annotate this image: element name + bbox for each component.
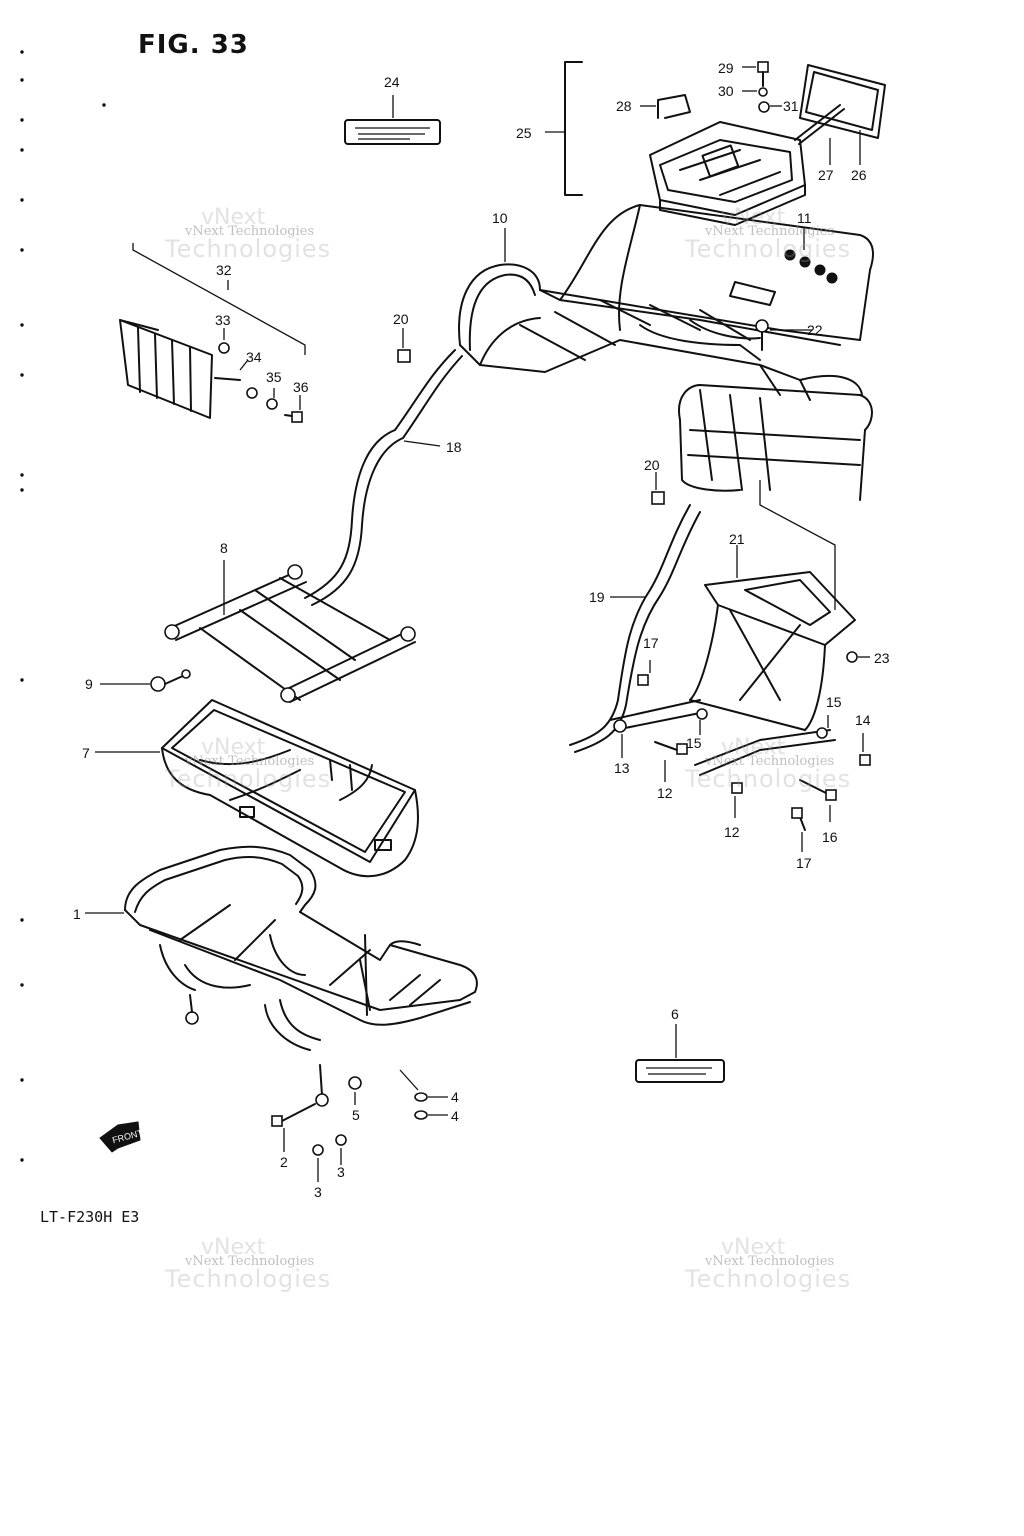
callout-10: 10 [492, 210, 508, 226]
callout-35: 35 [266, 369, 282, 385]
callout-28: 28 [616, 98, 632, 114]
model-code: LT-F230H E3 [40, 1208, 140, 1226]
callout-15: 15 [826, 694, 842, 710]
callout-4: 4 [451, 1089, 459, 1105]
callout-14: 14 [855, 712, 871, 728]
callout-17: 17 [643, 635, 659, 651]
callout-19: 19 [589, 589, 605, 605]
mirror-26-27 [794, 64, 886, 165]
callout-12: 12 [657, 785, 673, 801]
callout-5: 5 [352, 1107, 360, 1123]
grommet-20a [397, 328, 411, 363]
grommet-20b [651, 472, 665, 505]
callout-9: 9 [85, 676, 93, 692]
callout-16: 16 [822, 829, 838, 845]
callout-29: 29 [718, 60, 734, 76]
tube-19 [569, 504, 701, 753]
callout-8: 8 [220, 540, 228, 556]
callout-22: 22 [807, 322, 823, 338]
callout-7: 7 [82, 745, 90, 761]
margin-marks [20, 50, 106, 1162]
callout-17: 17 [796, 855, 812, 871]
callout-11: 11 [797, 210, 812, 226]
decal-24 [344, 119, 441, 145]
callout-3: 3 [314, 1184, 322, 1200]
callout-34: 34 [246, 349, 262, 365]
figure-title: FIG. 33 [138, 30, 249, 60]
callout-6: 6 [671, 1006, 679, 1022]
hardware-right [609, 660, 871, 852]
bolt-set-11 [784, 228, 838, 284]
callout-31: 31 [783, 98, 799, 114]
bolt-22 [755, 319, 812, 351]
callout-3: 3 [337, 1164, 345, 1180]
callout-15: 15 [686, 735, 702, 751]
callout-27: 27 [818, 167, 834, 183]
callout-20: 20 [644, 457, 660, 473]
callout-25: 25 [516, 125, 532, 141]
callout-13: 13 [614, 760, 630, 776]
callout-26: 26 [851, 167, 867, 183]
front-basket-7 [95, 699, 419, 878]
callout-33: 33 [215, 312, 231, 328]
front-arrow-icon: FRONT [99, 1121, 144, 1153]
rear-grille-32 [119, 243, 306, 423]
clamp-9 [100, 669, 191, 692]
callout-2: 2 [280, 1154, 288, 1170]
front-hardware-2-5 [271, 1064, 448, 1182]
rear-storage-box [649, 121, 806, 226]
rear-carrier-10 [458, 204, 874, 501]
tube-18 [304, 349, 463, 606]
callout-20: 20 [393, 311, 409, 327]
callout-23: 23 [874, 650, 890, 666]
callout-24: 24 [384, 74, 400, 90]
bracket-21 [689, 480, 856, 731]
callout-1: 1 [73, 906, 81, 922]
bracket-28 [640, 94, 691, 119]
callout-21: 21 [729, 531, 745, 547]
callout-12: 12 [724, 824, 740, 840]
callout-30: 30 [718, 83, 734, 99]
bolt-29-30-31 [742, 61, 782, 113]
callout-18: 18 [446, 439, 462, 455]
decal-6 [635, 1059, 725, 1083]
callout-4: 4 [451, 1108, 459, 1124]
callout-32: 32 [216, 262, 232, 278]
front-carrier-1 [85, 845, 478, 1051]
callout-36: 36 [293, 379, 309, 395]
bracket-8 [164, 560, 416, 703]
